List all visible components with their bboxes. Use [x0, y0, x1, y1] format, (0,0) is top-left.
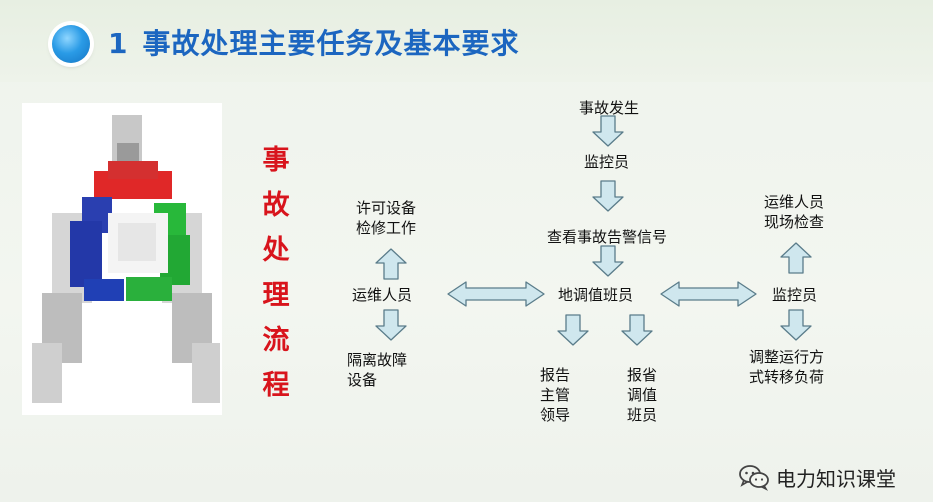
arrow-down-report-leader [557, 314, 589, 346]
node-report-leader-line: 报告 [540, 366, 571, 384]
node-report-province-line: 报省 [627, 366, 658, 384]
arrow-down-adjust [780, 309, 812, 341]
watermark: 电力知识课堂 [738, 462, 896, 492]
arrow-down-accident-monitor [592, 115, 624, 147]
node-isolate-line: 隔离故障 [347, 351, 408, 369]
arrow-down-report-province [621, 314, 653, 346]
flow-title-char: 理 [262, 280, 290, 311]
flow-title-char: 故 [262, 190, 290, 221]
arrow-up-ops-check [780, 242, 812, 274]
node-isolate-line: 设备 [347, 371, 378, 389]
flow-title-char: 处 [262, 235, 290, 266]
node-report-leader: 报告 主管 领导 [540, 365, 570, 425]
node-report-province: 报省 调值 班员 [627, 365, 657, 425]
section-number: 1 [108, 27, 129, 60]
node-monitor-top: 监控员 [584, 153, 630, 171]
title-text: 事故处理主要任务及基本要求 [142, 27, 520, 60]
flow-title-char: 流 [262, 325, 290, 356]
arrow-up-permit [375, 248, 407, 280]
arrow-down-signals-dispatcher [592, 245, 624, 277]
header-band [0, 0, 933, 82]
node-ops-check-line: 现场检查 [764, 213, 825, 231]
arrow-double-left [447, 281, 545, 307]
node-report-leader-line: 领导 [540, 406, 571, 424]
node-ops-check: 运维人员 现场检查 [764, 192, 824, 232]
flow-title-char: 程 [262, 370, 290, 401]
wechat-icon [739, 465, 769, 491]
node-report-province-line: 班员 [627, 406, 658, 424]
node-adjust-line: 调整运行方 [749, 348, 825, 366]
node-monitor-right: 监控员 [772, 286, 818, 304]
node-dispatcher: 地调值班员 [558, 286, 634, 304]
node-ops-check-line: 运维人员 [764, 193, 825, 211]
node-permit-work: 许可设备 检修工作 [356, 198, 416, 238]
node-report-leader-line: 主管 [540, 386, 571, 404]
bullet-icon [52, 25, 90, 63]
node-adjust-line: 式转移负荷 [749, 368, 825, 386]
node-accident-occurs: 事故发生 [579, 99, 640, 117]
node-permit-line: 检修工作 [356, 219, 417, 237]
node-permit-line: 许可设备 [356, 199, 417, 217]
company-logo [22, 103, 222, 415]
node-report-province-line: 调值 [627, 386, 658, 404]
flow-title-vertical: 事 故 处 理 流 程 [256, 138, 296, 408]
logo-graphic [32, 115, 220, 403]
page-title: 1 事故处理主要任务及基本要求 [108, 22, 520, 62]
arrow-double-right [660, 281, 757, 307]
node-ops-left: 运维人员 [352, 286, 413, 304]
arrow-down-isolate [375, 309, 407, 341]
watermark-text: 电力知识课堂 [776, 466, 896, 491]
flow-title-char: 事 [262, 145, 290, 176]
arrow-down-monitor-signals [592, 180, 624, 212]
node-adjust-load: 调整运行方 式转移负荷 [749, 347, 824, 387]
node-isolate-fault: 隔离故障 设备 [347, 350, 407, 390]
node-check-signals: 查看事故告警信号 [547, 228, 668, 246]
